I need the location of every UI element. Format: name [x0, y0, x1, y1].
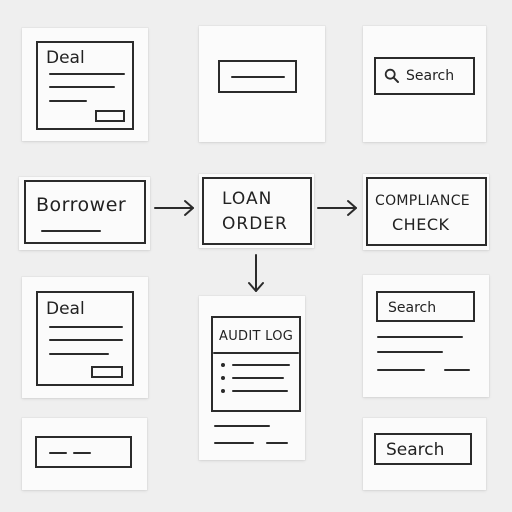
input-line — [231, 76, 285, 78]
bullet — [221, 376, 225, 380]
audit-log-divider — [213, 352, 299, 354]
log-line — [232, 364, 290, 366]
borrower-label: Borrower — [36, 194, 127, 216]
arrow-right-icon — [154, 200, 194, 216]
deal-form-frame-mid: Deal — [36, 291, 134, 386]
input-line — [73, 452, 91, 454]
sticky-note-search-top: Search — [363, 26, 486, 142]
sticky-note-deal-top: Deal — [22, 28, 148, 141]
form-line — [49, 86, 115, 88]
deal-form-frame: Deal — [36, 41, 134, 130]
search-icon — [384, 68, 400, 84]
form-line — [49, 353, 109, 355]
result-line — [377, 369, 425, 371]
result-line — [377, 336, 463, 338]
form-line — [49, 100, 87, 102]
log-line — [232, 390, 288, 392]
log-line — [214, 442, 254, 444]
sticky-note-search-bottom: Search — [363, 418, 486, 490]
sticky-note-deal-mid: Deal — [22, 277, 148, 398]
deal-form-title: Deal — [46, 48, 85, 68]
bullet — [221, 389, 225, 393]
sticky-note-input-bottom — [22, 418, 147, 490]
loan-order-line2: ORDER — [222, 214, 288, 234]
submit-button-placeholder-mid[interactable] — [91, 366, 123, 378]
form-line — [49, 326, 123, 328]
submit-button-placeholder[interactable] — [95, 110, 125, 122]
arrow-down-icon — [248, 254, 264, 292]
result-line — [444, 369, 470, 371]
log-line — [214, 425, 270, 427]
log-line — [232, 377, 284, 379]
compliance-line2: CHECK — [392, 215, 450, 234]
search-mid-label: Search — [388, 300, 437, 316]
audit-log-lower-divider — [211, 410, 301, 412]
loan-order-frame: LOAN ORDER — [202, 177, 312, 245]
search-box-bottom[interactable]: Search — [374, 433, 472, 465]
form-line — [49, 73, 125, 75]
sticky-note-borrower: Borrower — [19, 177, 150, 250]
search-bottom-label: Search — [386, 440, 445, 460]
audit-log-frame: AUDIT LOG — [211, 316, 301, 412]
sticky-note-input-top — [199, 26, 325, 142]
input-field-placeholder-bottom[interactable] — [35, 436, 132, 468]
borrower-frame: Borrower — [24, 180, 146, 244]
input-field-placeholder[interactable] — [218, 60, 297, 93]
sticky-note-search-mid: Search — [363, 275, 489, 397]
compliance-line1: COMPLIANCE — [375, 193, 470, 209]
borrower-underline — [41, 230, 101, 232]
audit-log-title: AUDIT LOG — [219, 329, 294, 344]
arrow-right-icon — [317, 200, 357, 216]
search-box-mid[interactable]: Search — [376, 291, 475, 322]
sticky-note-loan-order: LOAN ORDER — [199, 174, 314, 248]
log-line — [266, 442, 288, 444]
bullet — [221, 363, 225, 367]
sticky-note-audit-log: AUDIT LOG — [199, 296, 305, 460]
result-line — [377, 351, 443, 353]
compliance-frame: COMPLIANCE CHECK — [366, 177, 487, 246]
input-line — [49, 452, 67, 454]
form-line — [49, 339, 123, 341]
deal-form-title-mid: Deal — [46, 299, 85, 319]
sticky-note-compliance: COMPLIANCE CHECK — [363, 174, 489, 250]
loan-order-line1: LOAN — [222, 189, 273, 209]
search-top-label: Search — [406, 68, 455, 84]
search-box-top[interactable]: Search — [374, 57, 475, 95]
